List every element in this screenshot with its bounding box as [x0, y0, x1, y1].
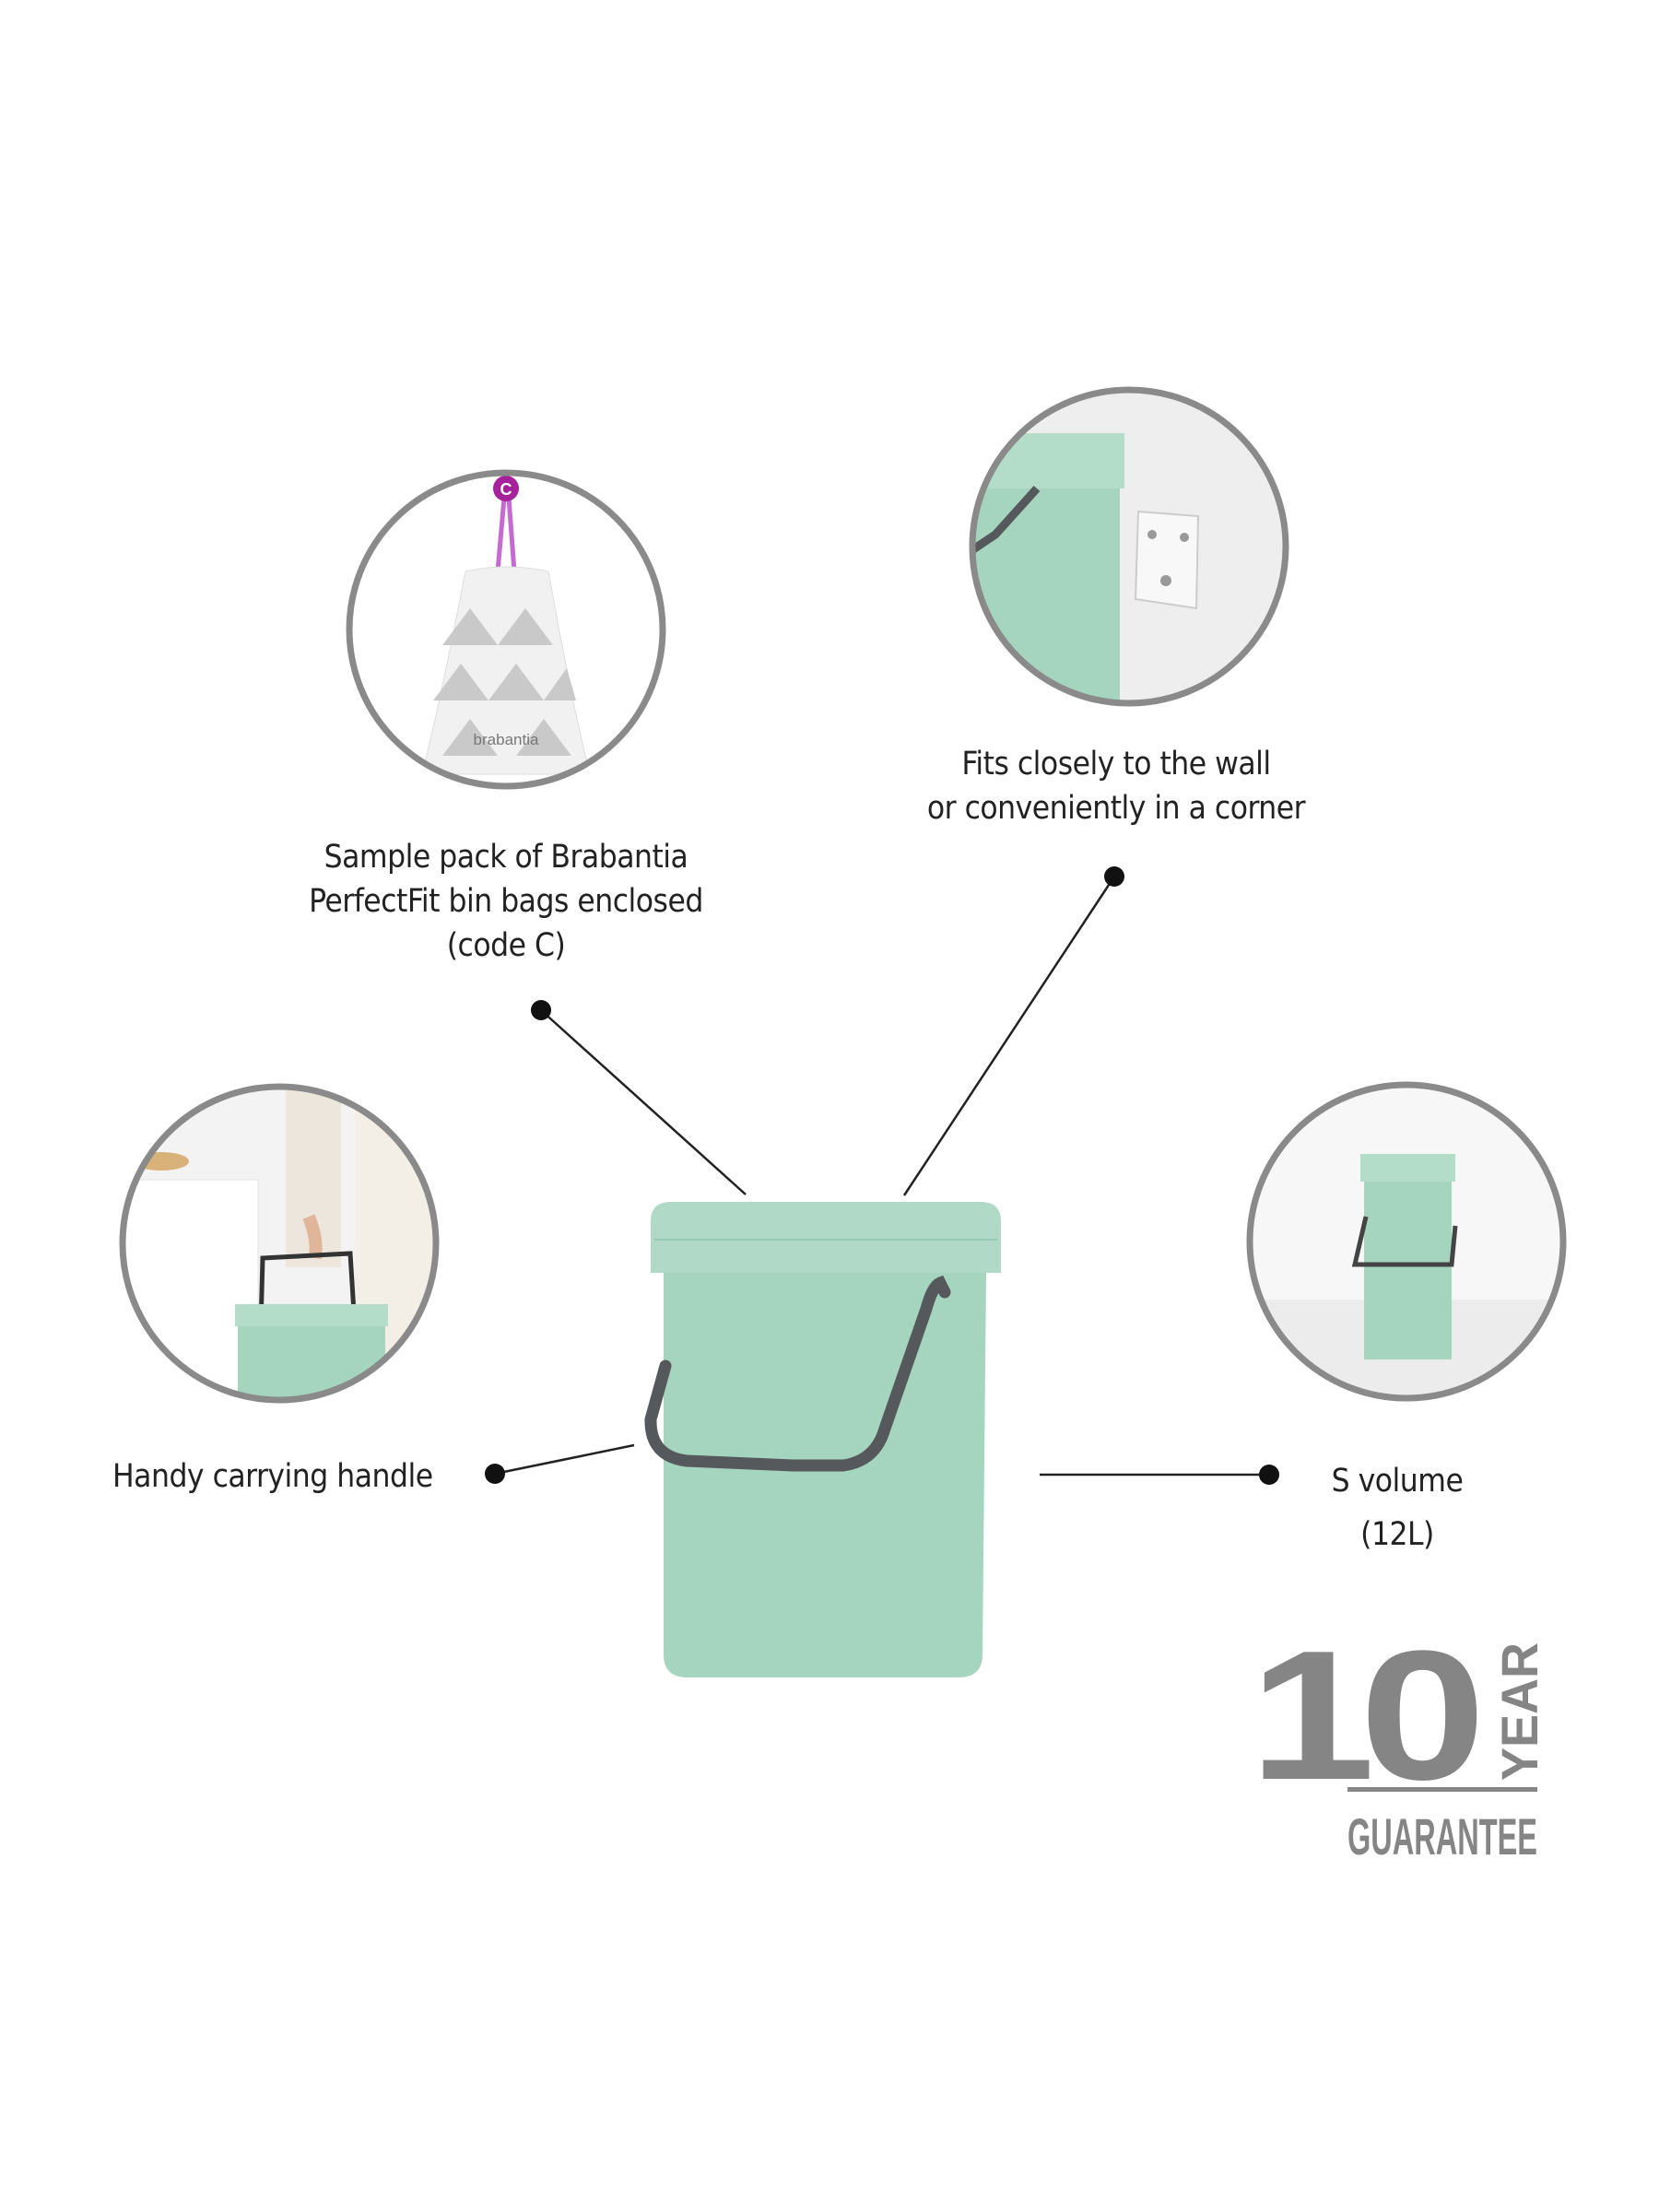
caption-line: or conveniently in a corner	[926, 790, 1306, 827]
bin-handle	[644, 1275, 951, 1472]
caption-line: Sample pack of Brabantia	[324, 839, 688, 876]
bin-volume-icon	[1246, 1081, 1567, 1402]
caption-line: Handy carrying handle	[112, 1458, 433, 1495]
caption-volume: S volume (12L)	[1332, 1454, 1464, 1561]
caption-handle: Handy carrying handle	[112, 1454, 433, 1499]
leader-lines	[494, 876, 1269, 1477]
carry-handle-icon	[119, 1083, 440, 1404]
caption-line: PerfectFit bin bags enclosed	[309, 883, 703, 920]
bin-bag-icon: C brabantia	[346, 469, 666, 790]
guarantee-logo: 10 YEAR GUARANTEE	[1249, 1613, 1548, 1865]
caption-wall: Fits closely to the wall or conveniently…	[926, 742, 1306, 830]
svg-text:C: C	[500, 480, 512, 499]
caption-line: S volume	[1331, 1463, 1464, 1500]
guarantee-number: 10	[1249, 1613, 1477, 1818]
caption-bags: Sample pack of Brabantia PerfectFit bin …	[309, 835, 703, 968]
caption-line: (code C)	[446, 927, 566, 964]
wall-mount-icon	[969, 386, 1289, 707]
main-bin	[644, 1202, 1001, 1677]
leader-dots	[485, 866, 1279, 1485]
caption-line: (12L)	[1360, 1516, 1434, 1553]
caption-line: Fits closely to the wall	[961, 746, 1271, 782]
guarantee-unit: YEAR	[1490, 1642, 1548, 1781]
guarantee-label: GUARANTEE	[1347, 1807, 1537, 1865]
svg-text:brabantia: brabantia	[474, 731, 539, 748]
